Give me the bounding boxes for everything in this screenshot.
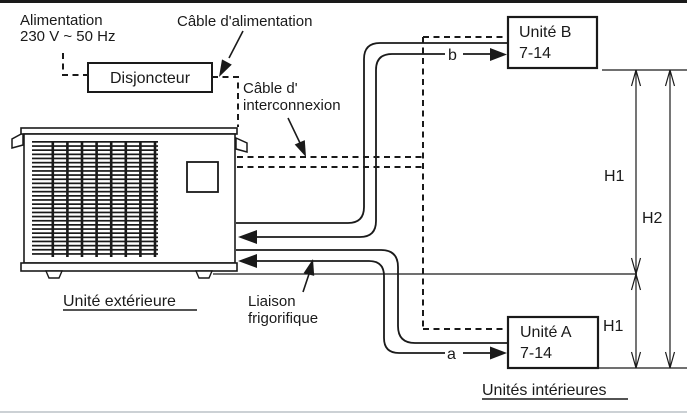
indoor-unit-a-model: 7-14	[520, 345, 552, 362]
outdoor-unit-left-tab	[11, 131, 24, 149]
refrigerant-pipe-b: b	[236, 42, 508, 244]
top-border	[0, 0, 687, 3]
pipe-b-arrow-to-outdoor-icon	[238, 230, 257, 244]
indoor-unit-b: Unité B 7-14	[506, 15, 599, 70]
indoor-unit-b-model: 7-14	[519, 45, 551, 62]
refrigerant-pipe-a: a	[236, 249, 508, 363]
power-supply-label-line1: Alimentation	[20, 12, 103, 29]
power-supply-label-line2: 230 V ~ 50 Hz	[20, 28, 115, 45]
interconnect-label-line1: Câble d'	[243, 80, 298, 97]
outdoor-unit-caption-text: Unité extérieure	[63, 293, 176, 310]
outdoor-unit-bottom-bar	[20, 262, 238, 272]
outdoor-unit-right-tab	[235, 136, 248, 153]
interconnection-cable-dashed	[237, 36, 508, 330]
indoor-unit-b-name: Unité B	[519, 24, 571, 41]
pipe-a-arrow-to-outdoor-icon	[238, 254, 257, 268]
interconnect-label-line2: interconnexion	[243, 97, 341, 114]
refrigerant-callout-arrow-icon	[302, 259, 315, 293]
outdoor-unit-foot-right	[194, 270, 214, 279]
refrigerant-label-line1: Liaison	[248, 293, 296, 310]
outdoor-unit-foot-left	[44, 270, 64, 279]
pipe-a-arrow-to-unit-icon	[490, 346, 507, 360]
outdoor-unit-caption: Unité extérieure	[63, 293, 197, 311]
outdoor-unit-grille	[32, 141, 158, 257]
refrigerant-label-line2: frigorifique	[248, 310, 318, 327]
breaker-label: Disjoncteur	[110, 70, 191, 87]
dimension-h1-upper-label: H1	[604, 168, 625, 185]
power-cable-label: Câble d'alimentation	[177, 13, 312, 30]
power-cable-callout-arrow-icon	[219, 30, 244, 77]
power-cable-dashed	[62, 53, 239, 127]
indoor-unit-a: Unité A 7-14	[506, 315, 600, 370]
pipe-a-label: a	[447, 346, 456, 363]
outdoor-unit-body	[23, 133, 236, 264]
breaker-box: Disjoncteur	[87, 62, 213, 93]
bottom-border	[0, 411, 687, 413]
dimension-lines: H1 H2 H1	[213, 69, 687, 369]
pipe-b-label: b	[448, 47, 457, 64]
indoor-units-caption-text: Unités intérieures	[482, 382, 607, 399]
indoor-unit-a-name: Unité A	[520, 324, 572, 341]
outdoor-unit	[11, 127, 248, 279]
pipe-b-arrow-to-unit-icon	[490, 48, 507, 61]
outdoor-unit-service-panel	[186, 161, 219, 193]
dimension-h1-lower-label: H1	[603, 318, 624, 335]
outdoor-unit-top-bar	[20, 127, 238, 135]
dimension-h2-label: H2	[642, 210, 663, 227]
indoor-units-caption: Unités intérieures	[482, 382, 628, 400]
interconnect-callout-arrow-icon	[287, 117, 306, 157]
